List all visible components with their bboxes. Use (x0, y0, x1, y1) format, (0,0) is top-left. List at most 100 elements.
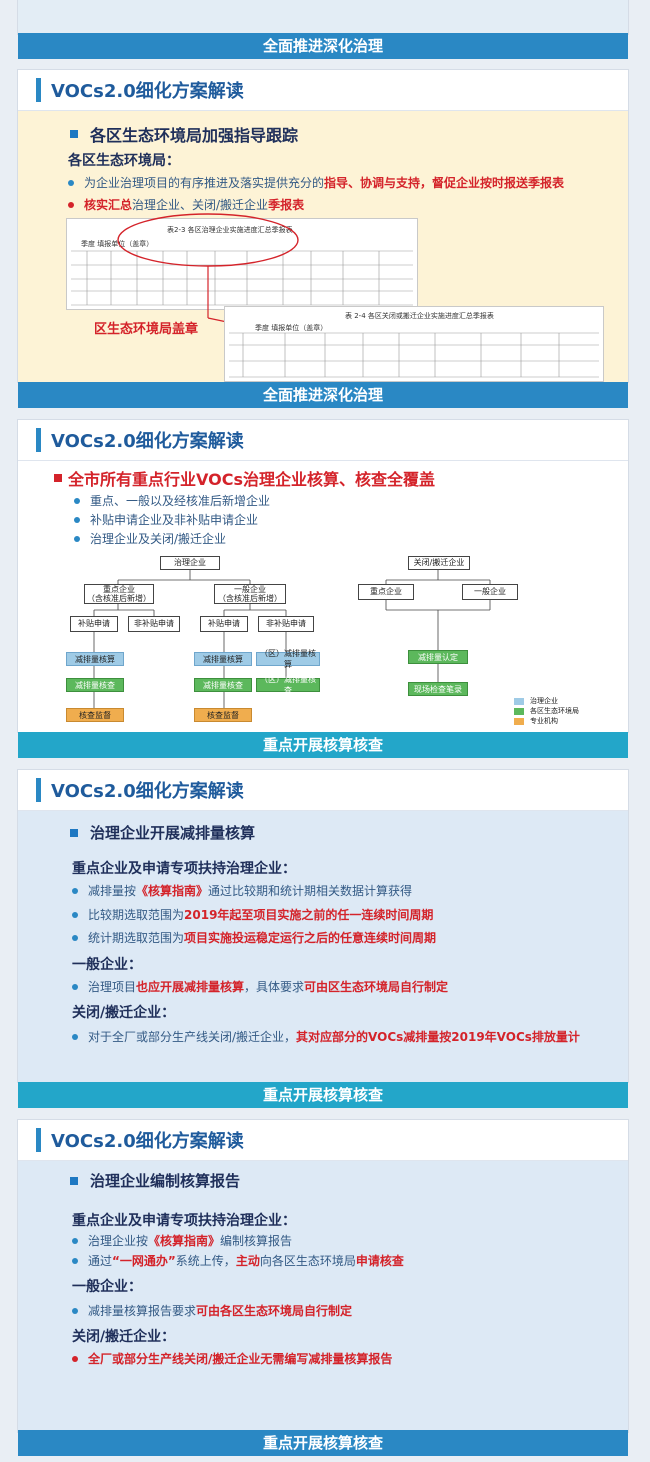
flow-calc-d: （区）减排量核算 (256, 649, 320, 669)
bullet-dot-red-icon (68, 201, 74, 208)
bullet-dot-icon (74, 535, 80, 542)
slide-4-footer-bar: 重点开展核算核查 (18, 1430, 628, 1456)
bullet-dot-icon (72, 1307, 78, 1314)
legend-swatch-blue (514, 697, 524, 705)
slide-3-section: 治理企业开展减排量核算 (70, 822, 255, 843)
slide-4-title: VOCs2.0细化方案解读 (51, 1131, 244, 1152)
slide-2-section-title: 全市所有重点行业VOCs治理企业核算、核查全覆盖 (68, 470, 435, 489)
slide-1-title: VOCs2.0细化方案解读 (51, 81, 244, 102)
slide-4-section: 治理企业编制核算报告 (70, 1170, 240, 1191)
header-accent (36, 78, 41, 102)
table-1-meta: 季度 填报单位（盖章） (81, 240, 154, 248)
flow-confirm: 减排量认定 (408, 650, 468, 664)
flow-key-enterprise-2: 重点企业 (358, 584, 414, 600)
slide-1-section: 各区生态环境局加强指导跟踪 (70, 122, 298, 146)
bullet-dot-icon (72, 934, 78, 941)
slide-3-subtitle-3: 关闭/搬迁企业： (72, 1005, 176, 1021)
slide-2-footer-bar: 重点开展核算核查 (18, 732, 628, 758)
slide-2-title: VOCs2.0细化方案解读 (51, 431, 244, 452)
flow-supervise-c: 核查监督 (194, 708, 252, 722)
slide-1-subtitle: 各区生态环境局： (68, 153, 180, 169)
slide-0-footer-bar: 全面推进深化治理 (18, 33, 628, 59)
slide-3-header: VOCs2.0细化方案解读 (18, 770, 628, 811)
slide-2-bullet-1: 重点、一般以及经核准后新增企业 (74, 492, 270, 509)
slide-4-header: VOCs2.0细化方案解读 (18, 1120, 628, 1161)
bullet-dot-icon (72, 1237, 78, 1244)
flow-root-closed: 关闭/搬迁企业 (408, 556, 470, 570)
flow-general-enterprise-2: 一般企业 (462, 584, 518, 600)
slide-1-bullet-2: 核实汇总治理企业、关闭/搬迁企业季报表 (68, 196, 304, 213)
table-2-grid (229, 332, 599, 378)
flow-subsidy-c: 补贴申请 (200, 616, 248, 632)
slide-4-subtitle-2: 一般企业： (72, 1279, 142, 1295)
flow-onsite-record: 现场检查笔录 (408, 682, 468, 696)
slide-3-bullet-5: 对于全厂或部分生产线关闭/搬迁企业，其对应部分的VOCs减排量按2019年VOC… (72, 1028, 580, 1045)
flow-calc-c: 减排量核算 (194, 652, 252, 666)
slide-1-section-title: 各区生态环境局加强指导跟踪 (90, 126, 299, 145)
slide-4-bullet-1: 治理企业按《核算指南》编制核算报告 (72, 1232, 292, 1249)
flow-root-governance: 治理企业 (160, 556, 220, 570)
slide-3-title: VOCs2.0细化方案解读 (51, 781, 244, 802)
slide-4-bullet-3: 减排量核算报告要求可由各区生态环境局自行制定 (72, 1302, 352, 1319)
square-bullet-icon (70, 828, 78, 837)
slide-3-bullet-2: 比较期选取范围为2019年起至项目实施之前的任一连续时间周期 (72, 906, 433, 923)
flow-calc-a: 减排量核算 (66, 652, 124, 666)
legend-agency: 专业机构 (514, 716, 558, 726)
bullet-dot-icon (72, 1257, 78, 1264)
quarterly-report-table-2: 表 2-4 各区关闭或搬迁企业实施进度汇总季报表 季度 填报单位（盖章） (224, 306, 604, 382)
table-2-title: 表 2-4 各区关闭或搬迁企业实施进度汇总季报表 (345, 312, 494, 320)
legend-governance: 治理企业 (514, 696, 558, 706)
flow-nonsubsidy-b: 非补贴申请 (128, 616, 180, 632)
slide-2-header: VOCs2.0细化方案解读 (18, 420, 628, 461)
flow-supervise-a: 核查监督 (66, 708, 124, 722)
slide-3-bullet-4: 治理项目也应开展减排量核算，具体要求可由区生态环境局自行制定 (72, 978, 448, 995)
slide-2-bullet-3: 治理企业及关闭/搬迁企业 (74, 530, 226, 547)
square-bullet-red-icon (54, 474, 62, 482)
slide-1-bullet-1: 为企业治理项目的有序推进及落实提供充分的指导、协调与支持，督促企业按时报送季报表 (68, 174, 564, 191)
legend-swatch-green (514, 707, 524, 715)
slide-1-footer-bar: 全面推进深化治理 (18, 382, 628, 408)
flow-check-a: 减排量核查 (66, 678, 124, 692)
slide-1: VOCs2.0细化方案解读 各区生态环境局加强指导跟踪 各区生态环境局： 为企业… (18, 70, 628, 382)
bullet-dot-icon (72, 1033, 78, 1040)
header-accent (36, 778, 41, 802)
slide-4-bullet-2: 通过“一网通办”系统上传，主动向各区生态环境局申请核查 (72, 1252, 404, 1269)
table-2-meta: 季度 填报单位（盖章） (255, 324, 328, 332)
bullet-dot-icon (74, 516, 80, 523)
header-accent (36, 1128, 41, 1152)
slide-4-subtitle-1: 重点企业及申请专项扶持治理企业： (72, 1213, 296, 1229)
slide-4: VOCs2.0细化方案解读 治理企业编制核算报告 重点企业及申请专项扶持治理企业… (18, 1120, 628, 1432)
slide-1-header: VOCs2.0细化方案解读 (18, 70, 628, 111)
bullet-dot-red-icon (72, 1355, 78, 1362)
square-bullet-icon (70, 130, 78, 138)
slide-3-footer-bar: 重点开展核算核查 (18, 1082, 628, 1108)
flow-nonsubsidy-d: 非补贴申请 (258, 616, 314, 632)
legend-swatch-orange (514, 717, 524, 725)
slide-0-remnant (18, 0, 628, 34)
flow-check-d: （区）减排量核查 (256, 675, 320, 695)
slide-3-bullet-3: 统计期选取范围为项目实施投运稳定运行之后的任意连续时间周期 (72, 929, 436, 946)
slide-2-section: 全市所有重点行业VOCs治理企业核算、核查全覆盖 (54, 466, 435, 490)
square-bullet-icon (70, 1176, 78, 1185)
slide-3-bullet-1: 减排量按《核算指南》通过比较期和统计期相关数据计算获得 (72, 882, 412, 899)
flowchart-connectors (93, 570, 491, 708)
bullet-dot-icon (72, 911, 78, 918)
slide-3: VOCs2.0细化方案解读 治理企业开展减排量核算 重点企业及申请专项扶持治理企… (18, 770, 628, 1082)
bullet-dot-icon (68, 179, 74, 186)
bullet-dot-icon (72, 983, 78, 990)
slide-4-bullet-4: 全厂或部分生产线关闭/搬迁企业无需编写减排量核算报告 (72, 1350, 392, 1367)
flow-subsidy-a: 补贴申请 (70, 616, 118, 632)
table-1-title: 表2-3 各区治理企业实施进度汇总季报表 (167, 226, 293, 234)
flow-key-enterprise: 重点企业（含核准后新增） (84, 584, 154, 604)
slide-4-subtitle-3: 关闭/搬迁企业： (72, 1329, 176, 1345)
slide-3-subtitle-1: 重点企业及申请专项扶持治理企业： (72, 861, 296, 877)
seal-label: 区生态环境局盖章 (94, 322, 199, 337)
slide-2: VOCs2.0细化方案解读 全市所有重点行业VOCs治理企业核算、核查全覆盖 重… (18, 420, 628, 732)
header-accent (36, 428, 41, 452)
bullet-dot-icon (74, 497, 80, 504)
slide-2-bullet-2: 补贴申请企业及非补贴申请企业 (74, 511, 258, 528)
legend-district: 各区生态环境局 (514, 706, 579, 716)
bullet-dot-icon (72, 887, 78, 894)
flow-general-enterprise: 一般企业（含核准后新增） (214, 584, 286, 604)
table-1-grid (71, 250, 413, 306)
